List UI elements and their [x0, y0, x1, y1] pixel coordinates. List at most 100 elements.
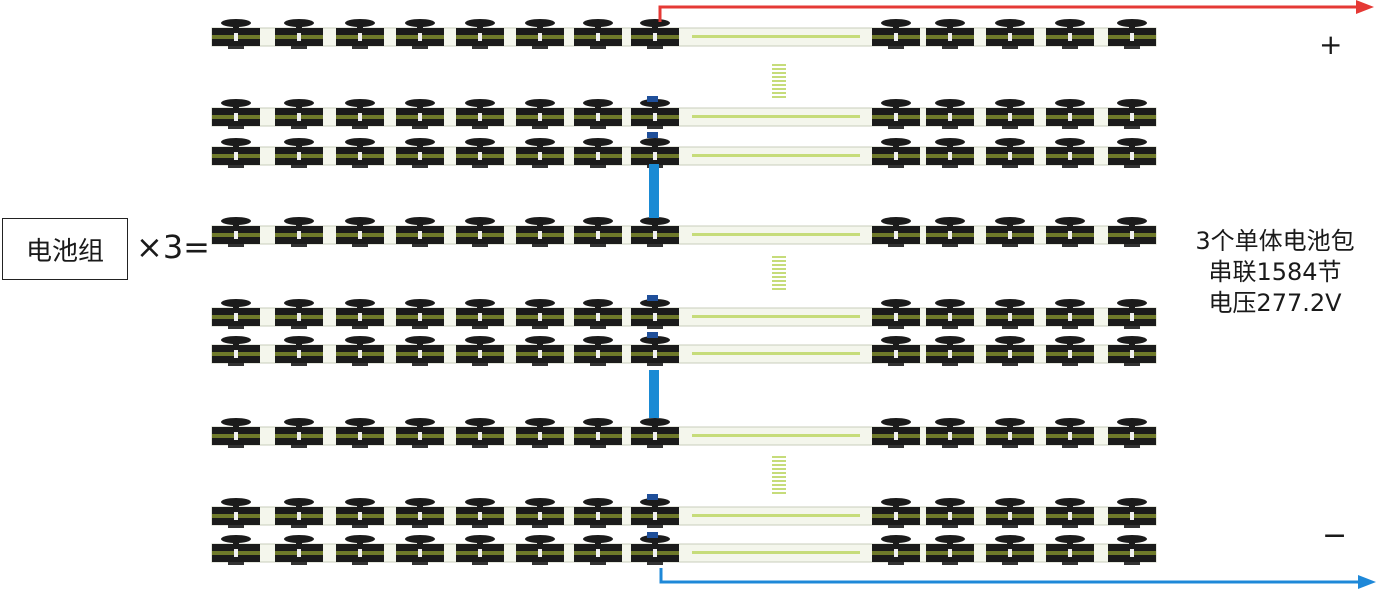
- cell-bottom-tab: [291, 244, 307, 247]
- cell-terminal-mark: [894, 33, 898, 41]
- cell-neck: [1007, 142, 1013, 148]
- ellipsis-dash: [772, 472, 786, 474]
- battery-cell: [574, 336, 622, 366]
- cell-bottom-tab: [1124, 244, 1140, 247]
- cell-bottom-tab: [1062, 326, 1078, 329]
- battery-cell: [1108, 535, 1156, 565]
- cell-neck: [233, 502, 239, 508]
- cell-terminal-mark: [1008, 512, 1012, 520]
- cell-bottom-tab: [888, 126, 904, 129]
- cell-terminal-mark: [653, 350, 657, 358]
- battery-cell: [456, 138, 504, 168]
- battery-cell: [456, 535, 504, 565]
- battery-cell: [1046, 138, 1094, 168]
- cell-neck: [537, 142, 543, 148]
- cell-terminal-mark: [653, 113, 657, 121]
- cell-bottom-tab: [412, 244, 428, 247]
- cell-bottom-tab: [1124, 165, 1140, 168]
- busbar-connector: [692, 115, 860, 118]
- battery-cell: [872, 217, 920, 247]
- cell-terminal-mark: [1008, 432, 1012, 440]
- cell-terminal-mark: [297, 549, 301, 557]
- cell-bottom-tab: [1062, 562, 1078, 565]
- cell-neck: [477, 303, 483, 309]
- cell-terminal-mark: [1130, 512, 1134, 520]
- ellipsis-dash: [772, 268, 786, 270]
- cell-neck: [296, 221, 302, 227]
- cell-bottom-tab: [472, 46, 488, 49]
- cell-bottom-tab: [1002, 525, 1018, 528]
- cell-bottom-tab: [472, 445, 488, 448]
- cell-neck: [893, 502, 899, 508]
- cell-neck: [357, 221, 363, 227]
- battery-row: [211, 19, 1157, 49]
- cell-terminal-mark: [1130, 350, 1134, 358]
- cell-bottom-tab: [472, 165, 488, 168]
- cell-terminal-mark: [653, 549, 657, 557]
- cell-bottom-tab: [942, 562, 958, 565]
- ellipsis-dash: [772, 264, 786, 266]
- battery-cell: [986, 418, 1034, 448]
- cell-bottom-tab: [532, 126, 548, 129]
- cell-bottom-tab: [647, 562, 663, 565]
- cell-neck: [1129, 23, 1135, 29]
- cell-terminal-mark: [1008, 231, 1012, 239]
- battery-group-label: 电池组: [25, 236, 104, 267]
- cell-terminal-mark: [358, 152, 362, 160]
- battery-cell: [275, 99, 323, 129]
- cell-terminal-mark: [297, 313, 301, 321]
- battery-cell: [872, 535, 920, 565]
- cell-neck: [595, 142, 601, 148]
- battery-cell: [275, 418, 323, 448]
- cell-terminal-mark: [1068, 313, 1072, 321]
- cell-neck: [477, 422, 483, 428]
- cell-neck: [1129, 539, 1135, 545]
- cell-neck: [652, 221, 658, 227]
- cell-neck: [417, 142, 423, 148]
- cell-terminal-mark: [894, 313, 898, 321]
- ellipsis-dash: [772, 260, 786, 262]
- cell-neck: [296, 303, 302, 309]
- cell-neck: [595, 23, 601, 29]
- cell-terminal-mark: [596, 152, 600, 160]
- battery-cell: [1046, 336, 1094, 366]
- battery-row: [211, 418, 1157, 448]
- cell-terminal-mark: [358, 231, 362, 239]
- cell-bottom-tab: [291, 165, 307, 168]
- cell-terminal-mark: [1008, 152, 1012, 160]
- cell-neck: [296, 142, 302, 148]
- cell-terminal-mark: [418, 350, 422, 358]
- cell-terminal-mark: [1068, 512, 1072, 520]
- series-link-node: [647, 96, 658, 102]
- cell-terminal-mark: [596, 432, 600, 440]
- cell-terminal-mark: [1068, 231, 1072, 239]
- battery-cell: [1046, 299, 1094, 329]
- cell-bottom-tab: [590, 562, 606, 565]
- cell-bottom-tab: [590, 46, 606, 49]
- battery-cell: [574, 99, 622, 129]
- cell-neck: [537, 340, 543, 346]
- cell-neck: [296, 539, 302, 545]
- battery-cell: [1046, 99, 1094, 129]
- cell-terminal-mark: [1068, 432, 1072, 440]
- cell-terminal-mark: [1008, 549, 1012, 557]
- cell-bottom-tab: [532, 165, 548, 168]
- cell-neck: [417, 502, 423, 508]
- ellipsis-dash: [772, 88, 786, 90]
- battery-cell: [516, 138, 564, 168]
- cell-neck: [1067, 502, 1073, 508]
- cell-bottom-tab: [1002, 165, 1018, 168]
- battery-row: [211, 535, 1157, 565]
- cell-neck: [296, 103, 302, 109]
- battery-cell: [516, 99, 564, 129]
- cell-terminal-mark: [948, 231, 952, 239]
- cell-terminal-mark: [1130, 33, 1134, 41]
- battery-row: [211, 138, 1157, 168]
- cell-terminal-mark: [1008, 350, 1012, 358]
- cell-bottom-tab: [472, 562, 488, 565]
- cell-neck: [893, 422, 899, 428]
- cell-bottom-tab: [942, 445, 958, 448]
- cell-neck: [1067, 539, 1073, 545]
- battery-cell: [926, 138, 974, 168]
- cell-bottom-tab: [228, 126, 244, 129]
